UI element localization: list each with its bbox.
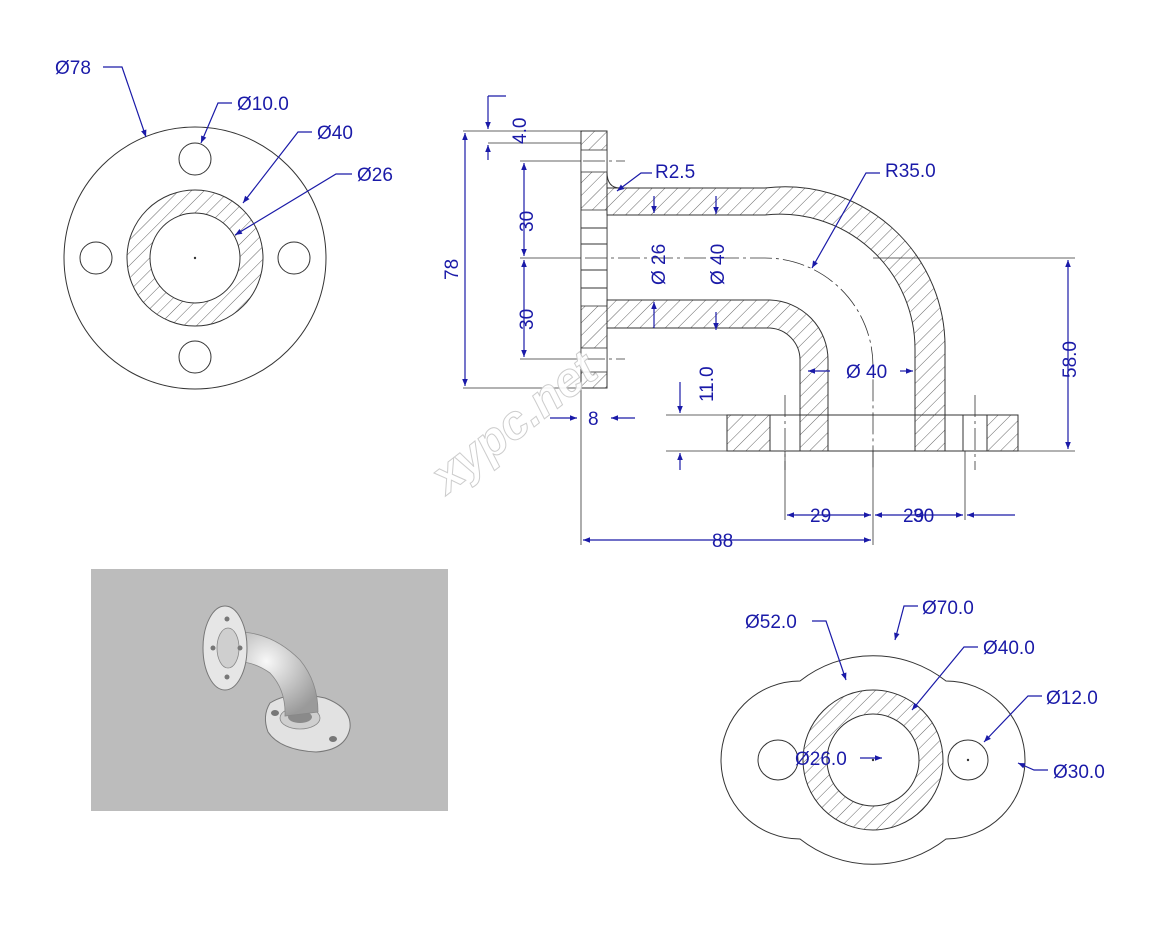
- outer-dia-leader: [103, 66, 147, 138]
- render-background: [91, 569, 448, 811]
- render-pipe: [231, 631, 319, 717]
- hole-offset-right-label-2: 30: [913, 506, 934, 527]
- pipe-centerline: [585, 257, 874, 470]
- lobe-dia-label: Ø30.0: [1053, 762, 1105, 783]
- flange-outline: [63, 126, 327, 390]
- oval-flange-outline: [720, 655, 1026, 865]
- bottom-pipe-outer-label: Ø40.0: [983, 638, 1035, 659]
- bottom-bolt-hole-right: [947, 739, 989, 781]
- bolt-hole-bottom: [178, 340, 212, 374]
- hole-offset-right-label: 29: [903, 506, 924, 527]
- flange-height-label: 78: [442, 259, 463, 280]
- height-to-axis-label: 58.0: [1060, 341, 1081, 378]
- front-flange-view: Ø78 Ø10.0 Ø40 Ø26: [55, 58, 393, 390]
- pipe-dia-vertical-label: Ø 40: [708, 244, 729, 285]
- bottom-bolt-hole-left: [757, 739, 799, 781]
- bolt-hole-left: [79, 241, 113, 275]
- bottom-pipe-inner-label: Ø26.0: [795, 749, 847, 770]
- pipe-outer-dia-label: Ø40: [317, 123, 353, 144]
- bolt-offset-bottom-label: 30: [517, 309, 538, 330]
- outer-arc-dia-label: Ø70.0: [922, 598, 974, 619]
- overall-length-label: 88: [712, 531, 733, 552]
- pipe-outer-leader: [242, 131, 312, 204]
- bend-radius-leader: [811, 172, 880, 269]
- pipe-inner-leader: [234, 173, 352, 236]
- outer-dia-label: Ø78: [55, 58, 91, 79]
- watermark: xypc.net: [419, 341, 609, 506]
- hole-offset-left-label: 29: [810, 506, 831, 527]
- outer-pipe-wall: [606, 186, 946, 416]
- base-thickness-label: 11.0: [697, 366, 718, 402]
- hole-dia-leader: [200, 102, 232, 144]
- bolt-hole-right: [277, 241, 311, 275]
- wall-width-label: 8: [588, 409, 599, 430]
- fillet-radius-label: R2.5: [655, 162, 695, 183]
- bottom-hole-dia-label: Ø12.0: [1046, 688, 1098, 709]
- base-flange-right: [986, 414, 1019, 452]
- base-bore: [827, 414, 916, 452]
- fillet-leader: [616, 172, 652, 192]
- pipe-inner-dia-label: Ø26: [357, 165, 393, 186]
- section-view: 4.0 78 30 30 R2.5 R35.0 Ø 26 Ø 40 Ø 40 1…: [418, 95, 1081, 552]
- bottom-flange-view: Ø52.0 Ø70.0 Ø40.0 Ø26.0 Ø12.0 Ø30.0: [720, 598, 1105, 865]
- hole-dia-label: Ø10.0: [237, 94, 289, 115]
- render-view: [91, 569, 448, 811]
- pipe-dia-lower-label: Ø 40: [846, 362, 887, 383]
- flange-thickness-label: 4.0: [510, 118, 531, 144]
- waist-dia-label: Ø52.0: [745, 612, 797, 633]
- base-flange-left: [726, 414, 771, 452]
- bend-radius-label: R35.0: [885, 161, 936, 182]
- bolt-hole-top: [178, 142, 212, 176]
- bore-dia-vertical-label: Ø 26: [649, 244, 670, 285]
- bolt-offset-top-label: 30: [517, 211, 538, 232]
